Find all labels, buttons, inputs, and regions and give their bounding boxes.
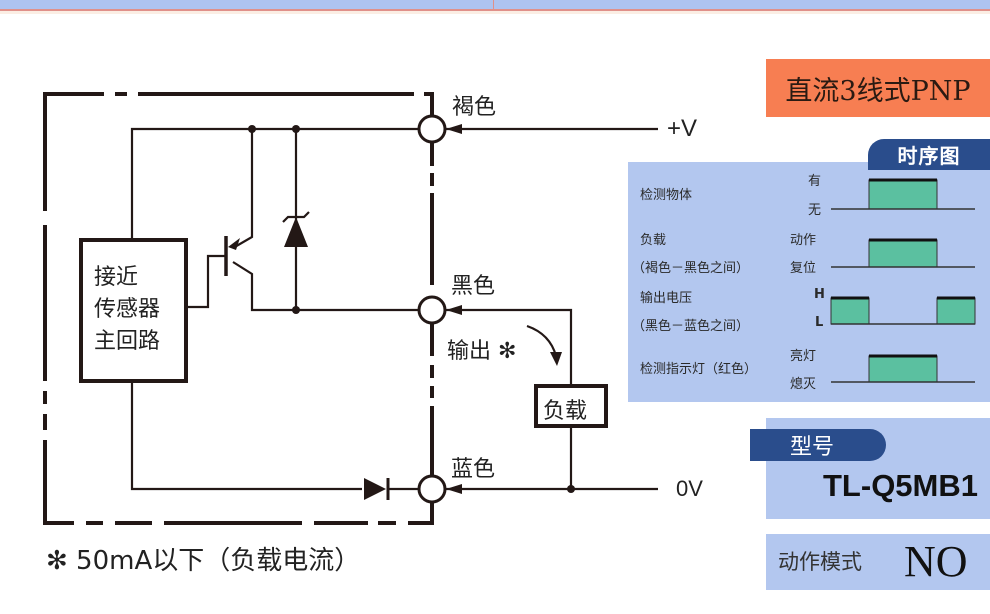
junction-dot [248, 125, 256, 133]
wire-brown-label: 褐色 [452, 95, 497, 120]
load-label: 负载 [543, 399, 588, 424]
title-badge: 直流3线式PNP [766, 59, 990, 117]
top-banner [0, 0, 990, 11]
footnote: ✻ 50mA以下（负载电流） [46, 546, 361, 576]
terminal-black [417, 295, 447, 325]
supply-positive-label: +V [667, 115, 698, 142]
sensor-enclosure [43, 92, 434, 525]
timing-high-label: 亮灯 [790, 349, 817, 364]
timing-chart-title: 时序图 [868, 139, 990, 170]
waveform-high-region [868, 239, 938, 268]
output-label: 输出 ✻ [447, 339, 517, 364]
current-arrow-icon [550, 352, 562, 366]
arrow-icon [446, 124, 462, 134]
diode-icon [364, 478, 386, 500]
timing-low-label: 复位 [790, 261, 817, 276]
top-banner-divider [493, 0, 494, 9]
mode-value: NO [904, 537, 968, 586]
pnp-emitter-arrow [228, 238, 240, 250]
wire-blue-label: 蓝色 [451, 457, 496, 482]
junction-dot [567, 485, 575, 493]
arrow-icon [446, 484, 462, 494]
model-label: 型号 [750, 429, 886, 461]
zener-diode-icon [284, 217, 308, 247]
timing-row-name: 负载 [640, 233, 667, 248]
sensor-block-line: 接近 [94, 265, 139, 290]
waveform-high-region [936, 297, 976, 325]
timing-row-sub: （褐色－黑色之间） [632, 261, 750, 276]
timing-low-label: 熄灭 [790, 377, 817, 392]
junction-dot [292, 306, 300, 314]
timing-row-sub: （黑色－蓝色之间） [632, 319, 750, 334]
supply-zero-label: 0V [676, 476, 703, 501]
terminal-brown [417, 114, 447, 144]
arrow-icon [446, 305, 462, 315]
sensor-block-label: 接近 传感器 主回路 [94, 262, 160, 358]
timing-high-label: 有 [808, 174, 822, 189]
timing-row-name: 输出电压 [640, 291, 693, 306]
model-value: TL-Q5MB1 [823, 468, 978, 503]
load-box [534, 384, 608, 428]
timing-high-label: 动作 [790, 233, 817, 248]
timing-high-label: H [814, 287, 825, 302]
waveform-high-region [830, 297, 870, 325]
sensor-main-circuit-box [79, 238, 188, 383]
timing-low-label: L [815, 315, 824, 330]
mode-panel [766, 534, 990, 590]
junction-dot [292, 125, 300, 133]
wire-black-label: 黑色 [451, 274, 496, 299]
waveform-high-region [868, 179, 938, 210]
sensor-block-line: 主回路 [94, 329, 161, 354]
terminal-blue [417, 474, 447, 504]
timing-row-name: 检测指示灯（红色） [640, 362, 758, 377]
top-banner-shadow [0, 11, 990, 14]
sensor-block-line: 传感器 [94, 297, 161, 322]
timing-row-name: 检测物体 [640, 188, 693, 203]
mode-label: 动作模式 [778, 550, 862, 574]
timing-low-label: 无 [808, 203, 822, 218]
title-badge-text: 直流3线式PNP [785, 75, 971, 107]
waveform-high-region [868, 355, 938, 383]
